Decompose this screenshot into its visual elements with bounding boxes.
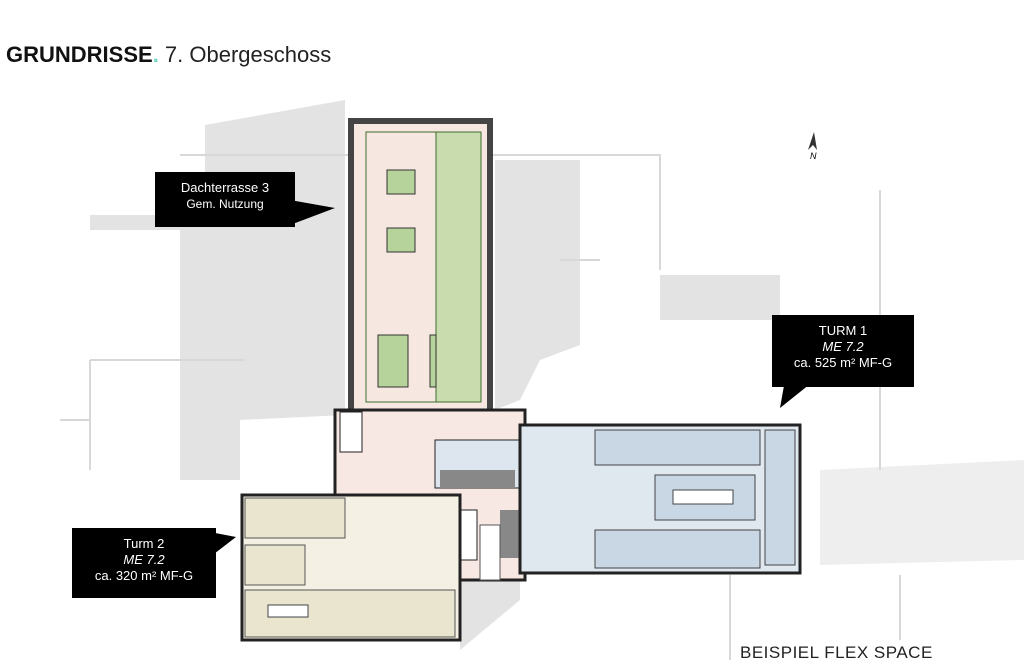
callout-pointer xyxy=(780,380,815,408)
turm2-floor xyxy=(240,493,462,642)
callout-turm1: TURM 1 ME 7.2 ca. 525 m² MF-G xyxy=(772,315,914,387)
callout-dachterrasse: Dachterrasse 3 Gem. Nutzung xyxy=(155,172,295,227)
turm1-floor xyxy=(518,423,802,575)
callout-usage: Gem. Nutzung xyxy=(186,197,264,211)
context-lines xyxy=(60,154,901,660)
callout-turm2: Turm 2 ME 7.2 ca. 320 m² MF-G xyxy=(72,528,216,598)
plan-caption: BEISPIEL FLEX SPACE xyxy=(740,643,933,662)
context-block-se xyxy=(820,460,1024,565)
callout-title: Turm 2 xyxy=(123,536,165,551)
context-block-south xyxy=(460,560,520,650)
north-label: N xyxy=(810,151,817,161)
context-block-west xyxy=(90,100,345,480)
terrace-tower xyxy=(348,118,493,413)
callout-pointer xyxy=(210,532,236,557)
page-title: GRUNDRISSE. 7. Obergeschoss xyxy=(6,42,331,68)
callout-area: ca. 320 m² MF-G xyxy=(94,568,194,583)
title-dot: . xyxy=(152,42,159,67)
context-block-east xyxy=(495,160,580,410)
callout-unit: ME 7.2 xyxy=(123,552,165,567)
north-arrow-icon: N xyxy=(800,130,824,164)
callout-title: Dachterrasse 3 xyxy=(180,180,270,195)
callout-area: ca. 525 m² MF-G xyxy=(793,355,893,370)
callout-unit: ME 7.2 xyxy=(822,339,864,354)
context-block-ne xyxy=(660,275,780,320)
title-floor: 7. Obergeschoss xyxy=(158,42,332,67)
callout-title: TURM 1 xyxy=(818,323,868,338)
title-bold: GRUNDRISSE xyxy=(6,42,153,67)
callout-pointer xyxy=(290,200,335,225)
